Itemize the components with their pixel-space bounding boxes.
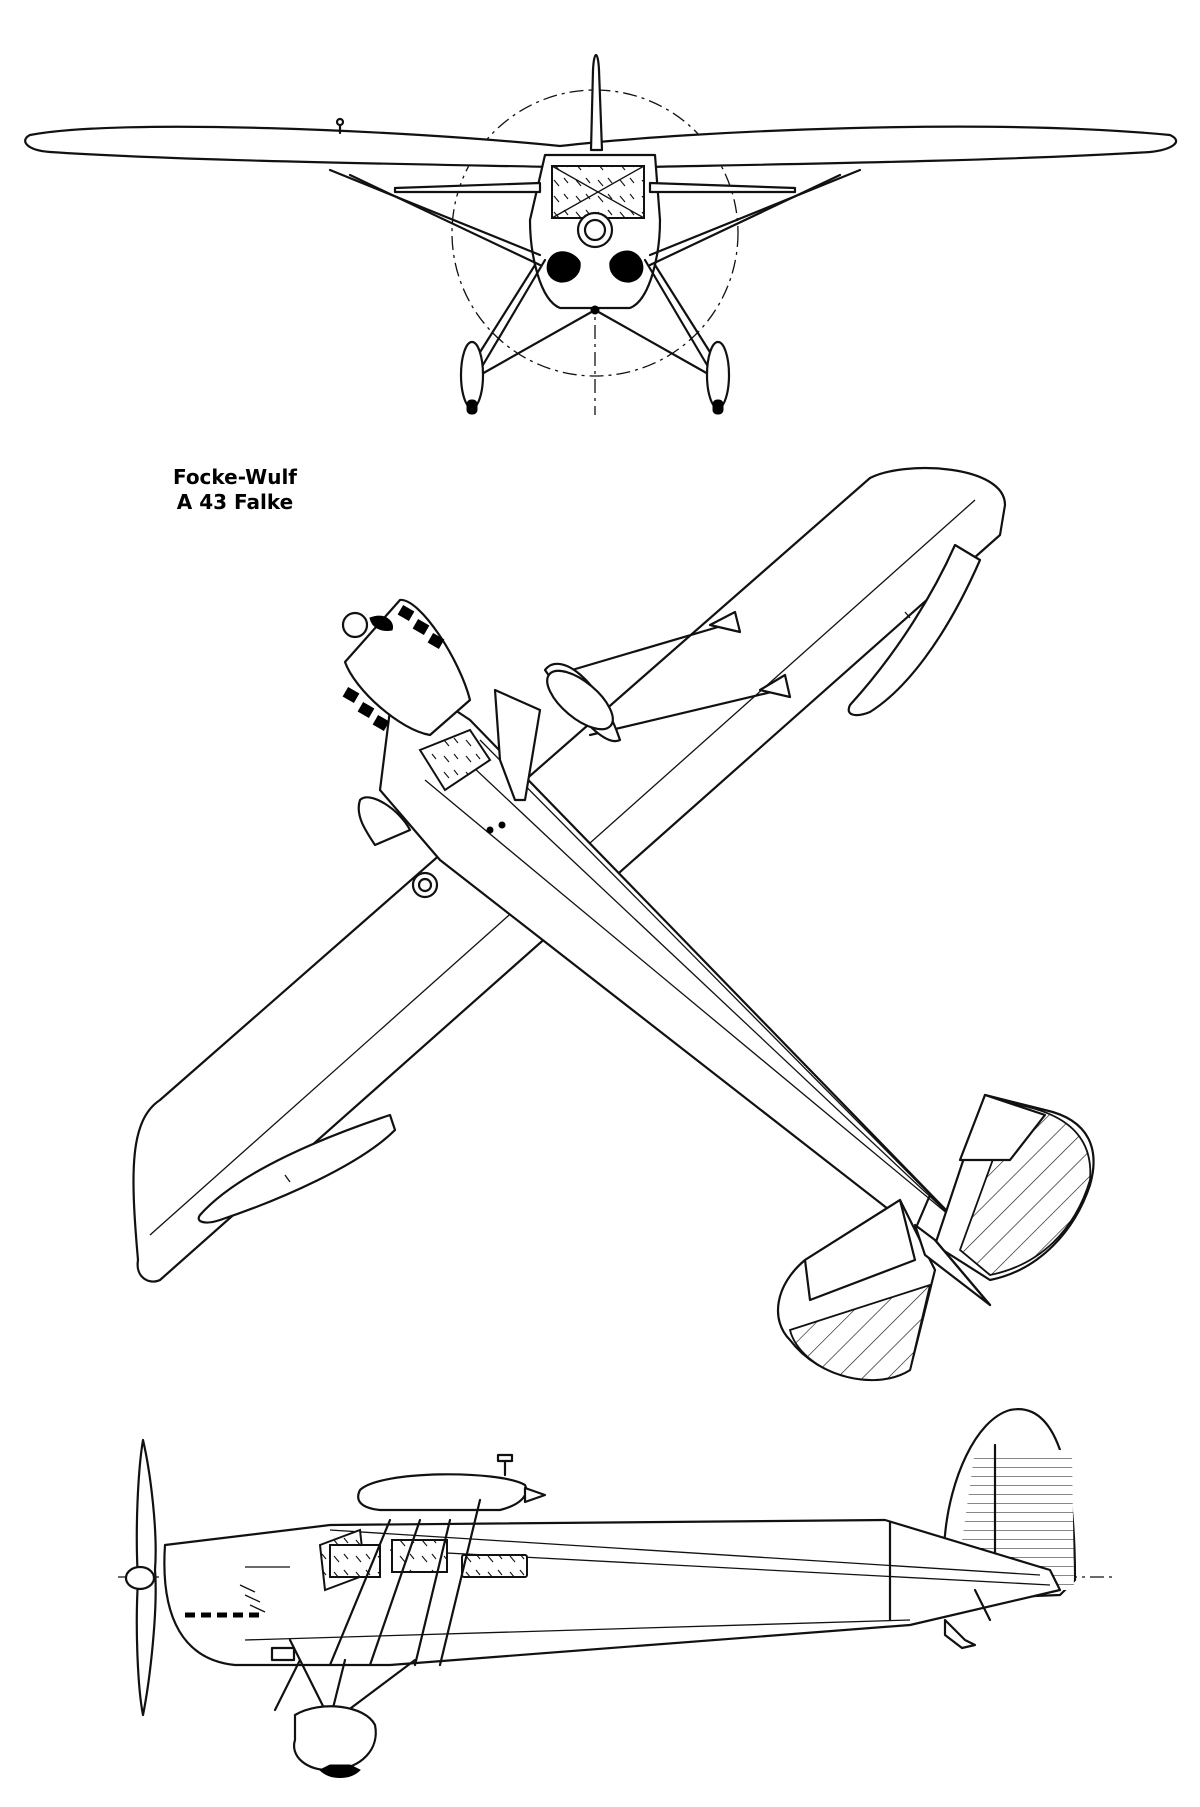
front-right-wheel bbox=[705, 340, 731, 410]
top-fuselage bbox=[378, 668, 982, 1247]
side-wheel-fairing bbox=[292, 1705, 377, 1772]
top-view bbox=[132, 466, 1095, 1382]
side-fuselage bbox=[163, 1518, 1062, 1667]
side-view bbox=[118, 1408, 1115, 1778]
front-left-wheel bbox=[459, 340, 485, 410]
title-manufacturer: Focke-Wulf bbox=[172, 465, 298, 489]
propeller-disc bbox=[451, 89, 739, 377]
title-model: A 43 Falke bbox=[176, 490, 294, 514]
front-fin bbox=[589, 53, 604, 152]
front-view bbox=[24, 53, 1178, 415]
side-wing bbox=[357, 1473, 528, 1512]
aircraft-title: Focke-Wulf A 43 Falke bbox=[150, 465, 320, 515]
top-engine-cowl bbox=[343, 598, 472, 737]
